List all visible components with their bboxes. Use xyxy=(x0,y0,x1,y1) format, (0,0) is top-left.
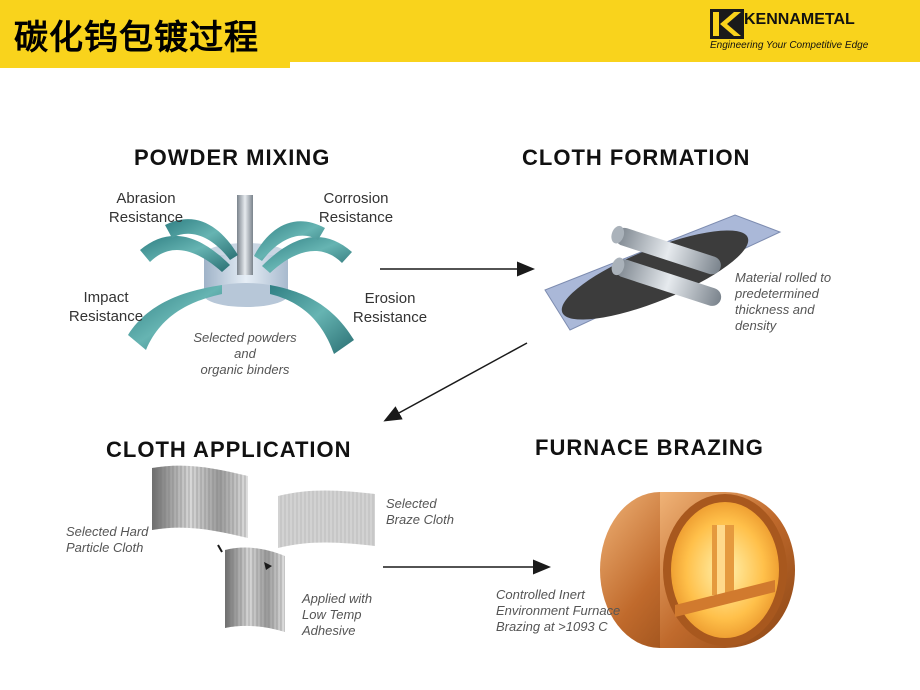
kennametal-k-icon xyxy=(710,9,744,39)
page-title: 碳化钨包镀过程 xyxy=(14,18,259,58)
cloth-formation-note: Material rolled to predetermined thickne… xyxy=(735,270,832,333)
cloth-application-title: CLOTH APPLICATION xyxy=(106,437,352,462)
logo-tagline: Engineering Your Competitive Edge xyxy=(710,40,869,51)
braze-cloth-note: Selected Braze Cloth xyxy=(386,496,454,527)
hard-particle-cloth-note: Selected Hard Particle Cloth xyxy=(66,524,149,555)
powder-mixing-title: POWDER MIXING xyxy=(134,145,331,170)
furnace-brazing-note: Controlled Inert Environment Furnace Bra… xyxy=(496,587,621,634)
header-bar xyxy=(0,0,920,62)
cloth-application-illustration xyxy=(152,465,375,632)
header-accent xyxy=(0,62,290,68)
logo-wordmark: KENNAMETAL xyxy=(744,11,855,28)
adhesive-note: Applied with Low Temp Adhesive xyxy=(302,591,373,638)
arrow-formation-to-application xyxy=(383,342,528,422)
mixing-bowl-illustration xyxy=(128,195,354,354)
abrasion-resistance-label: Abrasion Resistance xyxy=(108,190,184,226)
powder-mixing-note: Selected powders and organic binders xyxy=(193,330,297,377)
kennametal-logo: KENNAMETAL Engineering Your Competitive … xyxy=(708,7,898,57)
cloth-formation-title: CLOTH FORMATION xyxy=(522,145,751,170)
furnace-brazing-title: FURNACE BRAZING xyxy=(535,435,764,460)
impact-resistance-label: Impact Resistance xyxy=(68,289,144,325)
corrosion-resistance-label: Corrosion Resistance xyxy=(318,190,394,226)
erosion-resistance-label: Erosion Resistance xyxy=(352,290,428,326)
rolling-mill-illustration xyxy=(544,214,782,331)
furnace-illustration xyxy=(600,492,795,648)
